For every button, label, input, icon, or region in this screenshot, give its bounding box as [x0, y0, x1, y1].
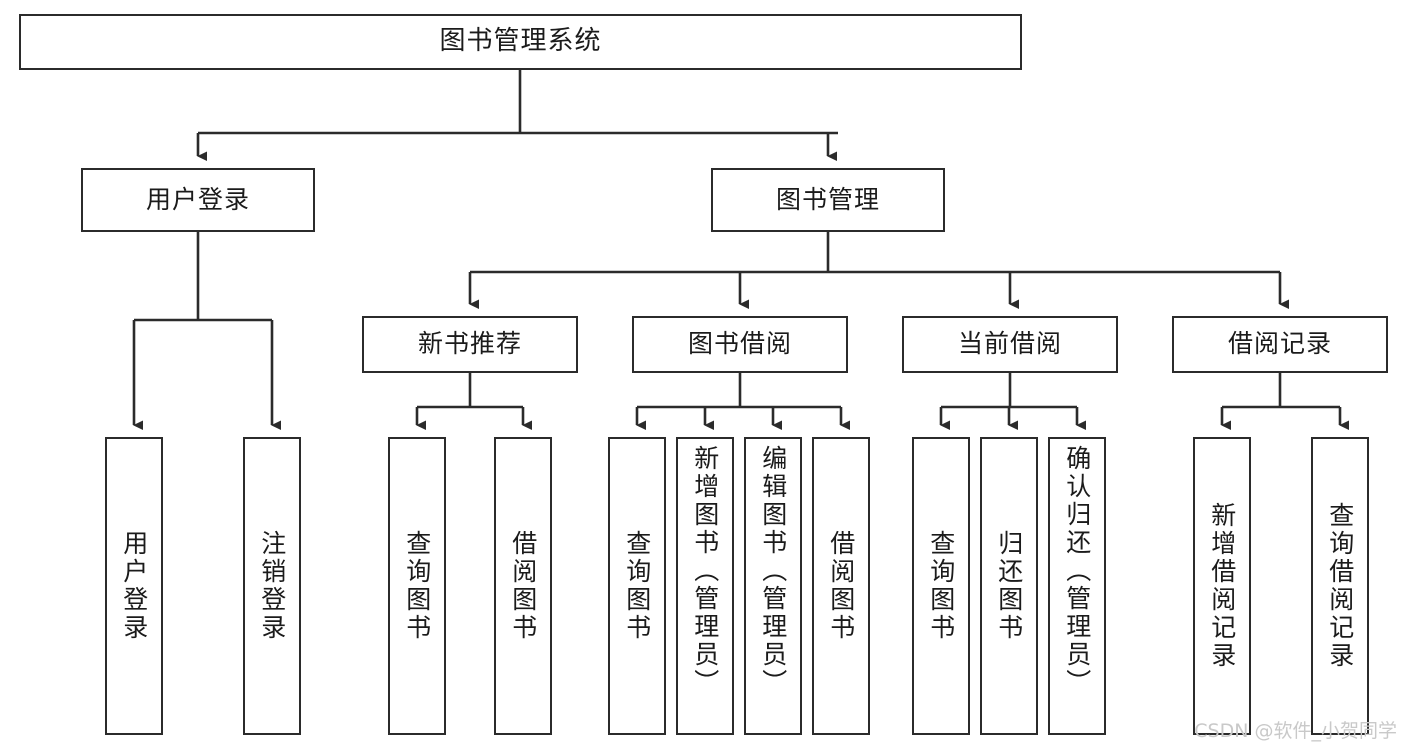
node-label: 新增借阅记录 — [1207, 502, 1237, 670]
leaf-new-book-query[interactable]: 查询图书 — [388, 437, 446, 735]
node-label: 编辑图书（管理员） — [758, 445, 788, 697]
leaf-user-login-logout[interactable]: 注销登录 — [243, 437, 301, 735]
node-label: 确认归还（管理员） — [1062, 445, 1092, 697]
leaf-current-borrow-query[interactable]: 查询图书 — [912, 437, 970, 735]
node-label: 图书管理系统 — [439, 26, 602, 57]
leaf-book-borrow-borrow[interactable]: 借阅图书 — [812, 437, 870, 735]
node-label: 查询图书 — [926, 530, 956, 642]
node-label: 借阅图书 — [508, 530, 538, 642]
leaf-current-borrow-confirm-return[interactable]: 确认归还（管理员） — [1048, 437, 1106, 735]
leaf-current-borrow-return[interactable]: 归还图书 — [980, 437, 1038, 735]
csdn-watermark: CSDN @软件_小贺同学 — [1194, 720, 1397, 742]
node-label: 用户登录 — [119, 530, 149, 642]
node-label: 注销登录 — [257, 530, 287, 642]
node-current-borrow[interactable]: 当前借阅 — [902, 316, 1118, 373]
node-label: 新书推荐 — [417, 329, 522, 359]
leaf-book-borrow-add[interactable]: 新增图书（管理员） — [676, 437, 734, 735]
node-label: 归还图书 — [994, 530, 1024, 642]
node-label: 查询借阅记录 — [1325, 502, 1355, 670]
node-label: 查询图书 — [622, 530, 652, 642]
node-label: 借阅记录 — [1227, 329, 1332, 359]
leaf-book-borrow-edit[interactable]: 编辑图书（管理员） — [744, 437, 802, 735]
node-label: 新增图书（管理员） — [690, 445, 720, 697]
node-book-management[interactable]: 图书管理 — [711, 168, 945, 232]
leaf-borrow-record-query[interactable]: 查询借阅记录 — [1311, 437, 1369, 735]
node-label: 用户登录 — [145, 184, 250, 214]
leaf-new-book-borrow[interactable]: 借阅图书 — [494, 437, 552, 735]
node-root-book-management-system[interactable]: 图书管理系统 — [19, 14, 1022, 70]
node-new-book-recommend[interactable]: 新书推荐 — [362, 316, 578, 373]
node-label: 当前借阅 — [957, 329, 1062, 359]
leaf-user-login-login[interactable]: 用户登录 — [105, 437, 163, 735]
node-borrow-record[interactable]: 借阅记录 — [1172, 316, 1388, 373]
node-user-login[interactable]: 用户登录 — [81, 168, 315, 232]
node-label: 查询图书 — [402, 530, 432, 642]
node-label: 图书借阅 — [687, 329, 792, 359]
node-book-borrow[interactable]: 图书借阅 — [632, 316, 848, 373]
node-label: 借阅图书 — [826, 530, 856, 642]
node-label: 图书管理 — [775, 184, 880, 214]
leaf-borrow-record-add[interactable]: 新增借阅记录 — [1193, 437, 1251, 735]
leaf-book-borrow-query[interactable]: 查询图书 — [608, 437, 666, 735]
